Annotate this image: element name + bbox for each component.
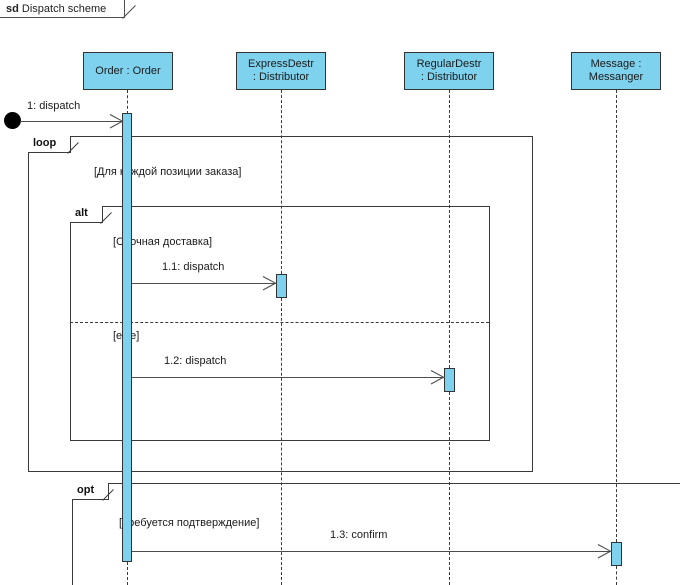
diagram-title: Dispatch scheme [21, 3, 107, 15]
fragment-alt-guard: [Срочная доставка] [113, 236, 213, 248]
activation-bar-express[interactable] [276, 274, 287, 298]
fragment-loop-operator: loop [28, 136, 72, 153]
lifeline-stem-express-top [281, 90, 282, 274]
lifeline-head-express-distributor[interactable]: ExpressDestr : Distributor [236, 52, 326, 90]
diagram-frame-tab: sd Dispatch scheme [0, 0, 126, 18]
lifeline-head-regular-line1: RegularDestr [416, 58, 482, 70]
message-line-confirm-messenger[interactable] [132, 551, 612, 552]
fragment-alt-operand-divider [70, 322, 489, 323]
fragment-opt-operator: opt [72, 483, 110, 500]
lifeline-stem-messenger-top [616, 90, 617, 542]
message-label-dispatch-express: 1.1: dispatch [162, 261, 225, 273]
message-label-dispatch-found: 1: dispatch [27, 100, 81, 112]
lifeline-head-express-line1: ExpressDestr [247, 58, 315, 70]
message-line-dispatch-express[interactable] [132, 283, 277, 284]
lifeline-head-message-messanger[interactable]: Message : Messanger [571, 52, 661, 90]
lifeline-head-messenger-line2: Messanger [588, 71, 644, 83]
message-label-dispatch-regular: 1.2: dispatch [164, 355, 227, 367]
lifeline-head-messenger-line1: Message : [590, 58, 642, 70]
lifeline-head-order-line1: Order : Order [95, 64, 161, 77]
found-message-start-dot [4, 112, 21, 129]
fragment-alt-operator: alt [70, 206, 103, 223]
fragment-loop[interactable] [28, 136, 533, 472]
lifeline-stem-order-top [127, 90, 128, 114]
activation-bar-regular[interactable] [444, 368, 455, 392]
message-label-confirm-messenger: 1.3: confirm [330, 529, 388, 541]
lifeline-stem-order-bottom [127, 562, 128, 585]
activation-bar-messenger[interactable] [611, 542, 622, 566]
fragment-alt[interactable] [70, 206, 490, 441]
lifeline-stem-regular-top [449, 90, 450, 368]
lifeline-stem-regular-bottom [449, 392, 450, 585]
fragment-opt[interactable] [72, 483, 680, 585]
lifeline-head-regular-line2: : Distributor [420, 71, 478, 83]
message-line-dispatch-regular[interactable] [132, 377, 445, 378]
diagram-keyword: sd [6, 3, 19, 15]
lifeline-head-express-line2: : Distributor [252, 71, 310, 83]
lifeline-head-order[interactable]: Order : Order [83, 52, 173, 90]
message-line-dispatch-found[interactable] [20, 121, 122, 122]
activation-bar-order[interactable] [122, 113, 132, 562]
lifeline-stem-messenger-bottom [616, 566, 617, 585]
lifeline-stem-express-bottom [281, 298, 282, 585]
fragment-opt-guard: [Требуется подтверждение] [119, 517, 260, 529]
fragment-loop-guard: [Для каждой позиции заказа] [94, 166, 242, 178]
lifeline-head-regular-distributor[interactable]: RegularDestr : Distributor [404, 52, 494, 90]
